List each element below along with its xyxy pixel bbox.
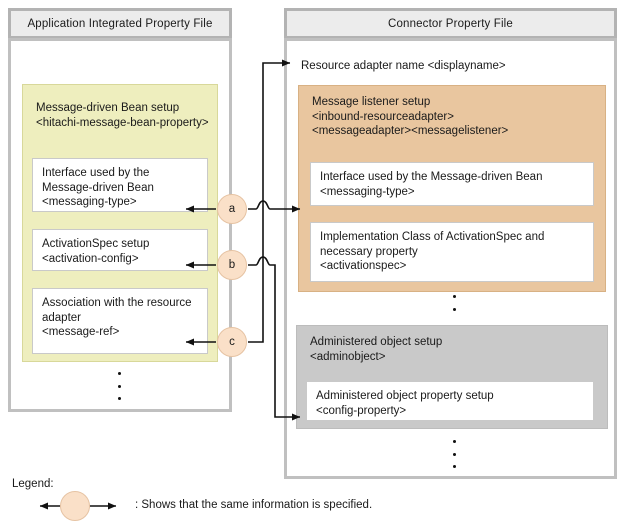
legend-description: : Shows that the same information is spe… [135, 499, 373, 511]
box-interface-messaging-type: Interface used by the Message-driven Bea… [32, 158, 208, 212]
legend-connector-circle [60, 491, 90, 521]
dot [452, 440, 456, 443]
connector-circle-a: a [217, 194, 247, 224]
dot [117, 384, 121, 388]
right-panel-ellipsis-middle [452, 295, 456, 311]
administered-object-setup-title: Administered object setup <adminobject> [310, 336, 443, 363]
right-panel-header: Connector Property File [284, 8, 617, 39]
right-panel-ellipsis-bottom [452, 440, 456, 468]
legend-label: Legend: [12, 478, 54, 490]
box-activationspec-setup: ActivationSpec setup <activation-config> [32, 229, 208, 271]
resource-adapter-name-label: Resource adapter name <displayname> [301, 60, 506, 72]
box-association-message-ref: Association with the resource adapter <m… [32, 288, 208, 354]
dot [452, 465, 456, 468]
box-r-administered-object-property: Administered object property setup <conf… [306, 381, 594, 421]
connector-circle-c: c [217, 327, 247, 357]
right-panel-title: Connector Property File [388, 17, 513, 30]
left-panel-ellipsis [117, 372, 121, 400]
message-listener-setup-title: Message listener setup <inbound-resource… [312, 96, 509, 137]
dot [452, 308, 456, 311]
dot [452, 295, 456, 298]
left-panel-title: Application Integrated Property File [27, 17, 213, 30]
dot [117, 372, 121, 375]
left-panel-header: Application Integrated Property File [8, 8, 232, 39]
message-driven-bean-setup-title: Message-driven Bean setup <hitachi-messa… [36, 102, 209, 129]
connector-circle-b: b [217, 250, 247, 280]
box-r-activationspec-impl-class: Implementation Class of ActivationSpec a… [310, 222, 594, 282]
box-r-interface-messaging-type: Interface used by the Message-driven Bea… [310, 162, 594, 206]
dot [117, 397, 121, 400]
dot [452, 452, 456, 456]
